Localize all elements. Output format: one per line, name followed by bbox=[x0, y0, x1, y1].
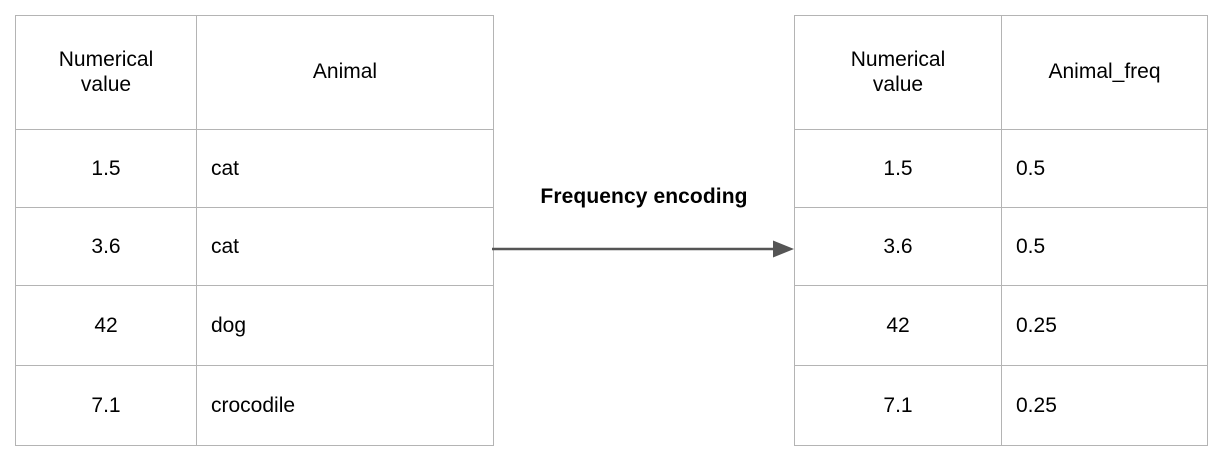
header-line-1: Animal_freq bbox=[1048, 60, 1161, 84]
table-row: 7.1 crocodile bbox=[15, 365, 494, 446]
cell-numerical-value: 1.5 bbox=[15, 129, 197, 208]
table-header-row: Numerical value Animal bbox=[15, 15, 494, 130]
table-header-row: Numerical value Animal_freq bbox=[794, 15, 1208, 130]
arrow-right-icon bbox=[492, 240, 794, 258]
cell-animal: cat bbox=[196, 129, 494, 208]
header-line-1: Numerical bbox=[58, 47, 154, 71]
table-row: 3.6 0.5 bbox=[794, 207, 1208, 286]
source-table: Numerical value Animal 1.5 cat 3.6 cat 4… bbox=[15, 15, 494, 446]
column-header-numerical-value: Numerical value bbox=[794, 15, 1002, 130]
cell-numerical-value: 42 bbox=[794, 285, 1002, 366]
header-line-1: Animal bbox=[312, 60, 378, 84]
cell-animal-freq: 0.25 bbox=[1001, 365, 1208, 446]
cell-numerical-value: 42 bbox=[15, 285, 197, 366]
cell-numerical-value: 7.1 bbox=[794, 365, 1002, 446]
header-line-1: Numerical bbox=[850, 47, 946, 71]
cell-numerical-value: 1.5 bbox=[794, 129, 1002, 208]
cell-animal-freq: 0.5 bbox=[1001, 129, 1208, 208]
result-table: Numerical value Animal_freq 1.5 0.5 3.6 … bbox=[794, 15, 1208, 446]
table-row: 42 dog bbox=[15, 285, 494, 366]
cell-animal: cat bbox=[196, 207, 494, 286]
column-header-numerical-value: Numerical value bbox=[15, 15, 197, 130]
cell-numerical-value: 7.1 bbox=[15, 365, 197, 446]
cell-numerical-value: 3.6 bbox=[15, 207, 197, 286]
cell-animal-freq: 0.25 bbox=[1001, 285, 1208, 366]
header-line-2: value bbox=[872, 72, 924, 96]
cell-animal: dog bbox=[196, 285, 494, 366]
cell-animal-freq: 0.5 bbox=[1001, 207, 1208, 286]
table-row: 3.6 cat bbox=[15, 207, 494, 286]
header-line-2: value bbox=[80, 72, 132, 96]
column-header-animal-freq: Animal_freq bbox=[1001, 15, 1208, 130]
column-header-animal: Animal bbox=[196, 15, 494, 130]
table-row: 42 0.25 bbox=[794, 285, 1208, 366]
table-row: 7.1 0.25 bbox=[794, 365, 1208, 446]
transform-label: Frequency encoding bbox=[540, 185, 748, 208]
table-row: 1.5 0.5 bbox=[794, 129, 1208, 208]
table-row: 1.5 cat bbox=[15, 129, 494, 208]
transform-group: Frequency encoding bbox=[492, 185, 796, 275]
cell-numerical-value: 3.6 bbox=[794, 207, 1002, 286]
cell-animal: crocodile bbox=[196, 365, 494, 446]
